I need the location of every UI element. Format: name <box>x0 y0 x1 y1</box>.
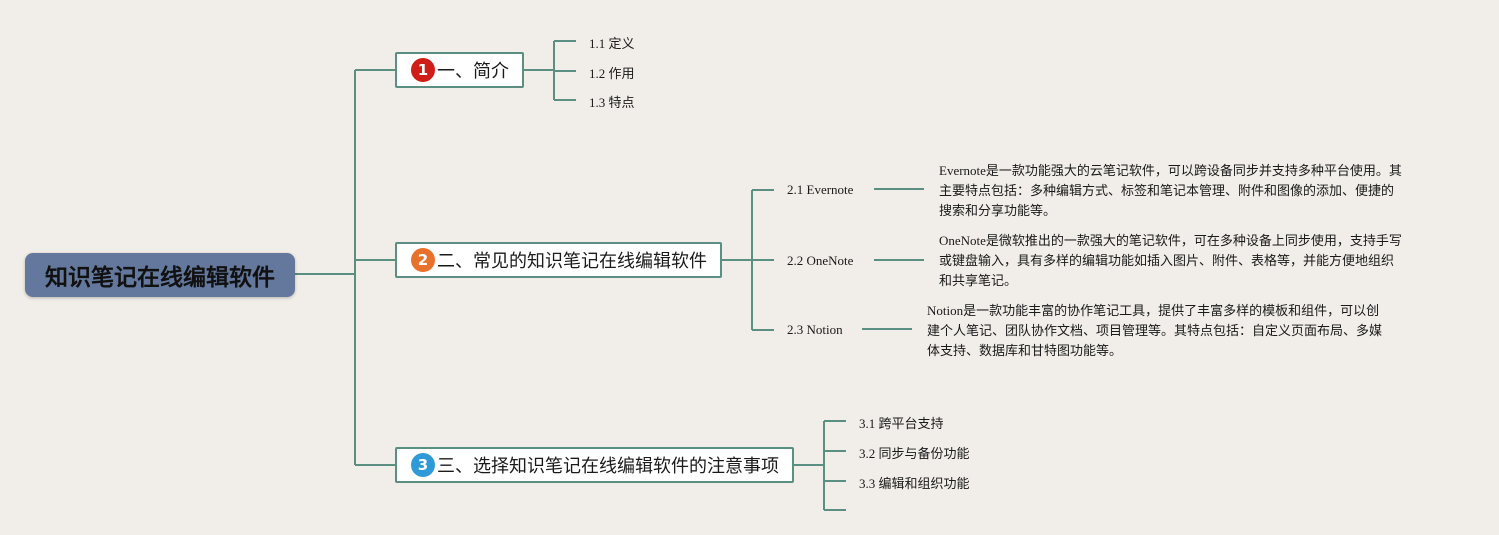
description-line: 主要特点包括：多种编辑方式、标签和笔记本管理、附件和图像的添加、便捷的 <box>939 183 1395 198</box>
description-line: 建个人笔记、团队协作文档、项目管理等。其特点包括：自定义页面布局、多媒 <box>927 323 1383 338</box>
branch-intro[interactable]: 1 一、简介 <box>395 52 524 88</box>
branch-selection-notes[interactable]: 3 三、选择知识笔记在线编辑软件的注意事项 <box>395 447 794 483</box>
leaf-definition[interactable]: 1.1 定义 <box>589 36 635 51</box>
evernote-description: Evernote是一款功能强大的云笔记软件，可以跨设备同步并支持多种平台使用。其… <box>939 161 1402 221</box>
number-3-icon: 3 <box>411 453 435 477</box>
leaf-cross-platform[interactable]: 3.1 跨平台支持 <box>859 416 944 431</box>
description-line: 搜索和分享功能等。 <box>939 203 1057 218</box>
leaf-evernote[interactable]: 2.1 Evernote <box>787 182 854 197</box>
description-line: OneNote是微软推出的一款强大的笔记软件，可在多种设备上同步使用，支持手写 <box>939 233 1402 248</box>
description-line: Notion是一款功能丰富的协作笔记工具，提供了丰富多样的模板和组件，可以创 <box>927 303 1380 318</box>
branch-intro-label: 一、简介 <box>437 61 509 82</box>
root-topic[interactable]: 知识笔记在线编辑软件 <box>25 253 295 297</box>
leaf-onenote[interactable]: 2.2 OneNote <box>787 253 854 268</box>
branch-common-software-label: 二、常见的知识笔记在线编辑软件 <box>437 251 707 272</box>
root-topic-label: 知识笔记在线编辑软件 <box>45 265 275 291</box>
leaf-sync-backup[interactable]: 3.2 同步与备份功能 <box>859 446 970 461</box>
branch-selection-notes-label: 三、选择知识笔记在线编辑软件的注意事项 <box>437 456 779 477</box>
number-1-icon: 1 <box>411 58 435 82</box>
notion-description: Notion是一款功能丰富的协作笔记工具，提供了丰富多样的模板和组件，可以创 建… <box>927 301 1382 361</box>
number-2-icon: 2 <box>411 248 435 272</box>
leaf-edit-organize[interactable]: 3.3 编辑和组织功能 <box>859 476 970 491</box>
onenote-description: OneNote是微软推出的一款强大的笔记软件，可在多种设备上同步使用，支持手写 … <box>939 231 1402 291</box>
leaf-notion[interactable]: 2.3 Notion <box>787 322 843 337</box>
description-line: 体支持、数据库和甘特图功能等。 <box>927 343 1123 358</box>
description-line: 和共享笔记。 <box>939 273 1018 288</box>
leaf-features[interactable]: 1.3 特点 <box>589 95 635 110</box>
description-line: 或键盘输入，具有多样的编辑功能如插入图片、附件、表格等，并能方便地组织 <box>939 253 1395 268</box>
description-line: Evernote是一款功能强大的云笔记软件，可以跨设备同步并支持多种平台使用。其 <box>939 163 1402 178</box>
branch-common-software[interactable]: 2 二、常见的知识笔记在线编辑软件 <box>395 242 722 278</box>
leaf-purpose[interactable]: 1.2 作用 <box>589 66 635 81</box>
